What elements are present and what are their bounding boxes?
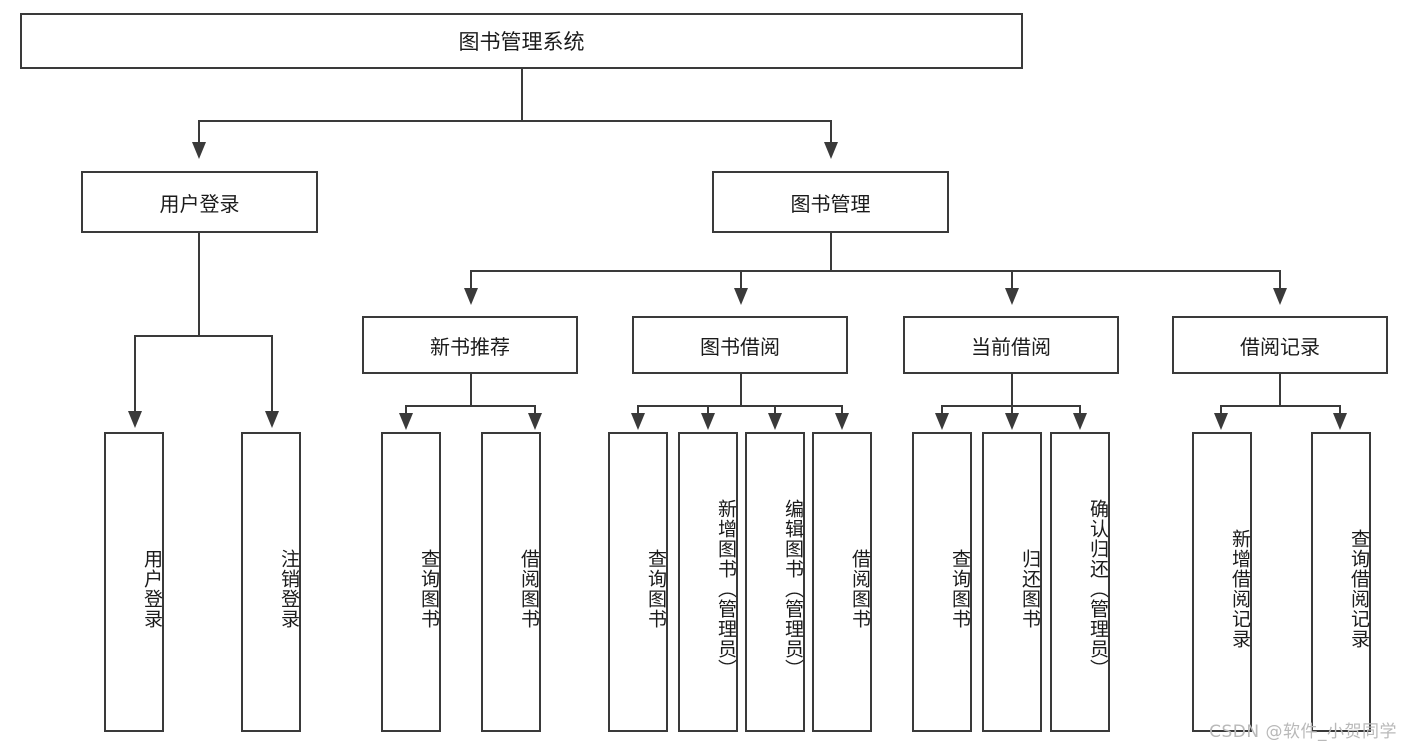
node-label: 当前借阅 <box>971 334 1051 359</box>
leaf-label: 确认归还（管理员） <box>1087 499 1109 679</box>
arrow-bus-to-new-book <box>464 288 478 305</box>
leaf-book-borrow-0[interactable]: 查询图书 <box>608 432 668 732</box>
watermark: CSDN @软件_小贺同学 <box>1209 722 1397 742</box>
arrow-current-borrow-to-leaf-0 <box>935 413 949 430</box>
edge-new-book-bus <box>405 405 536 407</box>
edge-bus-to-book-borrow <box>740 270 742 290</box>
leaf-label: 借阅图书 <box>518 549 540 629</box>
edge-root-to-book-management <box>830 120 832 144</box>
edge-root-bus <box>198 120 832 122</box>
node-label: 图书管理 <box>790 191 871 216</box>
edge-user-login-stem <box>198 233 200 336</box>
arrow-bus-to-book-borrow <box>734 288 748 305</box>
edge-borrow-record-to-leaf-1 <box>1339 405 1341 415</box>
arrow-current-borrow-to-leaf-2 <box>1073 413 1087 430</box>
arrow-book-borrow-to-leaf-1 <box>701 413 715 430</box>
leaf-label: 新增图书（管理员） <box>715 499 737 679</box>
edge-new-book-to-leaf-0 <box>405 405 407 415</box>
leaf-new-book-1[interactable]: 借阅图书 <box>481 432 541 732</box>
node-label: 借阅记录 <box>1240 334 1320 359</box>
arrow-root-to-book-management <box>824 142 838 159</box>
node-user-login[interactable]: 用户登录 <box>81 171 318 233</box>
arrow-book-borrow-to-leaf-0 <box>631 413 645 430</box>
arrow-user-login-to-leaf-0 <box>128 411 142 428</box>
edge-book-borrow-to-leaf-0 <box>637 405 639 415</box>
node-borrow-record[interactable]: 借阅记录 <box>1172 316 1388 374</box>
leaf-current-borrow-1[interactable]: 归还图书 <box>982 432 1042 732</box>
node-current-borrow[interactable]: 当前借阅 <box>903 316 1119 374</box>
leaf-current-borrow-0[interactable]: 查询图书 <box>912 432 972 732</box>
arrow-book-borrow-to-leaf-2 <box>768 413 782 430</box>
leaf-label: 归还图书 <box>1019 549 1041 629</box>
leaf-book-borrow-3[interactable]: 借阅图书 <box>812 432 872 732</box>
arrow-borrow-record-to-leaf-0 <box>1214 413 1228 430</box>
edge-current-borrow-stem <box>1011 374 1013 407</box>
arrow-new-book-to-leaf-0 <box>399 413 413 430</box>
leaf-label: 查询图书 <box>645 549 667 629</box>
arrow-book-borrow-to-leaf-3 <box>835 413 849 430</box>
leaf-borrow-record-0[interactable]: 新增借阅记录 <box>1192 432 1252 732</box>
leaf-label: 注销登录 <box>278 549 300 629</box>
edge-new-book-to-leaf-1 <box>534 405 536 415</box>
leaf-label: 编辑图书（管理员） <box>782 499 804 679</box>
leaf-book-borrow-1[interactable]: 新增图书（管理员） <box>678 432 738 732</box>
edge-root-stem <box>521 69 523 121</box>
node-new-book-recommend[interactable]: 新书推荐 <box>362 316 578 374</box>
edge-borrow-record-to-leaf-0 <box>1220 405 1222 415</box>
edge-current-borrow-to-leaf-2 <box>1079 405 1081 415</box>
edge-book-borrow-stem <box>740 374 742 407</box>
edge-borrow-record-stem <box>1279 374 1281 407</box>
edge-current-borrow-to-leaf-1 <box>1011 405 1013 415</box>
arrow-current-borrow-to-leaf-1 <box>1005 413 1019 430</box>
node-root-book-management-system[interactable]: 图书管理系统 <box>20 13 1023 69</box>
edge-level3-bus <box>470 270 1281 272</box>
edge-book-borrow-to-leaf-1 <box>707 405 709 415</box>
arrow-new-book-to-leaf-1 <box>528 413 542 430</box>
edge-root-to-user-login <box>198 120 200 144</box>
leaf-user-login-1[interactable]: 注销登录 <box>241 432 301 732</box>
edge-book-borrow-to-leaf-2 <box>774 405 776 415</box>
leaf-new-book-0[interactable]: 查询图书 <box>381 432 441 732</box>
leaf-label: 新增借阅记录 <box>1229 529 1251 649</box>
leaf-label: 用户登录 <box>141 549 163 629</box>
node-book-management[interactable]: 图书管理 <box>712 171 949 233</box>
edge-user-login-to-leaf-1 <box>271 335 273 413</box>
node-book-borrow[interactable]: 图书借阅 <box>632 316 848 374</box>
edge-bus-to-current-borrow <box>1011 270 1013 290</box>
arrow-borrow-record-to-leaf-1 <box>1333 413 1347 430</box>
edge-borrow-record-bus <box>1220 405 1340 407</box>
node-label: 图书管理系统 <box>458 30 585 54</box>
leaf-user-login-0[interactable]: 用户登录 <box>104 432 164 732</box>
leaf-label: 查询图书 <box>418 549 440 629</box>
arrow-bus-to-borrow-record <box>1273 288 1287 305</box>
edge-book-borrow-to-leaf-3 <box>841 405 843 415</box>
leaf-current-borrow-2[interactable]: 确认归还（管理员） <box>1050 432 1110 732</box>
edge-user-login-to-leaf-0 <box>134 335 136 413</box>
edge-new-book-stem <box>470 374 472 407</box>
arrow-user-login-to-leaf-1 <box>265 411 279 428</box>
leaf-label: 借阅图书 <box>849 549 871 629</box>
leaf-label: 查询图书 <box>949 549 971 629</box>
edge-book-management-stem <box>830 233 832 272</box>
leaf-borrow-record-1[interactable]: 查询借阅记录 <box>1311 432 1371 732</box>
arrow-root-to-user-login <box>192 142 206 159</box>
arrow-bus-to-current-borrow <box>1005 288 1019 305</box>
edge-bus-to-borrow-record <box>1279 270 1281 290</box>
edge-current-borrow-to-leaf-0 <box>941 405 943 415</box>
node-label: 新书推荐 <box>430 334 510 359</box>
edge-book-borrow-bus <box>637 405 842 407</box>
node-label: 图书借阅 <box>700 334 780 359</box>
edge-bus-to-new-book <box>470 270 472 290</box>
leaf-label: 查询借阅记录 <box>1348 529 1370 649</box>
leaf-book-borrow-2[interactable]: 编辑图书（管理员） <box>745 432 805 732</box>
node-label: 用户登录 <box>159 191 240 216</box>
edge-user-login-bus <box>134 335 273 337</box>
